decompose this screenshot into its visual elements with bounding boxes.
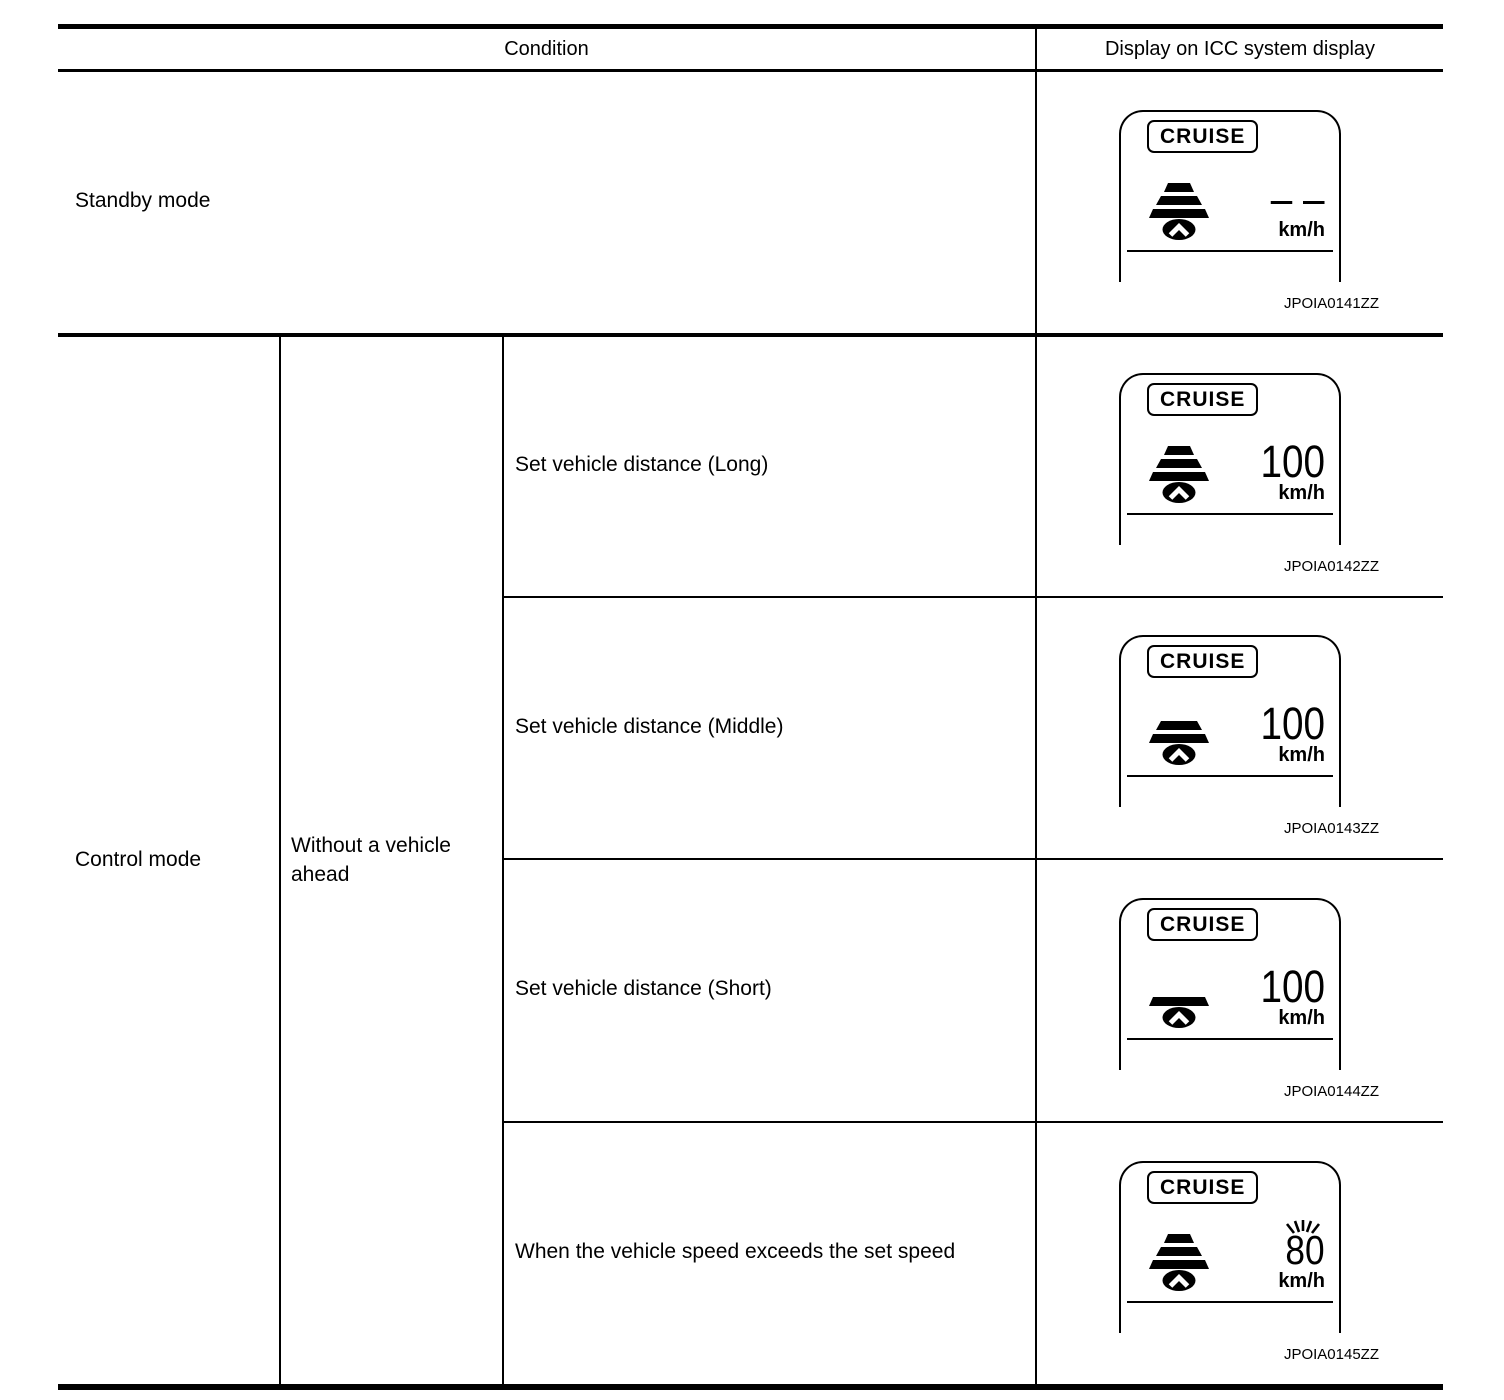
speed-unit-label: km/h xyxy=(1278,218,1325,241)
set-speed-value: 80 xyxy=(1285,1226,1325,1273)
cell-condition-long: Set vehicle distance (Long) xyxy=(515,337,1030,594)
condition-middle-label: Set vehicle distance (Middle) xyxy=(515,714,784,738)
condition-exceed-speed-label: When the vehicle speed exceeds the set s… xyxy=(515,1240,956,1264)
icc-display-bezel: CRUISE 100 km/h xyxy=(1119,897,1341,1070)
set-speed-value: – – xyxy=(1271,172,1325,224)
display-underline xyxy=(1127,1037,1333,1040)
cell-display-standby: CRUISE – – km/h JPOIA0141ZZ xyxy=(1037,72,1443,331)
figure-id-label: JPOIA0141ZZ xyxy=(1283,294,1379,312)
icc-display-exceed-speed: CRUISE xyxy=(1119,1160,1379,1363)
set-speed-value: 100 xyxy=(1260,960,1325,1012)
condition-short-label: Set vehicle distance (Short) xyxy=(515,977,772,1001)
display-header-label: Display on ICC system display xyxy=(1104,37,1376,60)
icc-display-bezel: CRUISE – – km/h xyxy=(1119,109,1341,282)
speed-flashing-marks-icon xyxy=(1285,1219,1321,1234)
vehicle-distance-long-icon xyxy=(1149,1233,1209,1291)
cell-display-long: CRUISE 100 km/h JPOIA0142ZZ xyxy=(1037,336,1443,594)
row-divider xyxy=(502,596,1443,598)
table-top-border xyxy=(58,24,1443,29)
icc-display-bezel: CRUISE 100 km/h xyxy=(1119,373,1341,545)
cruise-indicator-badge: CRUISE xyxy=(1147,383,1259,417)
icc-display-middle: CRUISE 100 km/h JPOIA0143ZZ xyxy=(1119,635,1379,837)
cell-condition-exceed-speed: When the vehicle speed exceeds the set s… xyxy=(515,1123,1030,1382)
cell-display-exceed-speed: CRUISE xyxy=(1037,1123,1443,1382)
speed-unit-label: km/h xyxy=(1278,744,1325,767)
row-divider xyxy=(502,1121,1443,1123)
display-underline xyxy=(1127,775,1333,778)
cell-condition-middle: Set vehicle distance (Middle) xyxy=(515,598,1030,856)
without-vehicle-ahead-label: Without a vehicle ahead xyxy=(291,834,451,886)
column-header-display: Display on ICC system display xyxy=(1037,29,1443,69)
vehicle-distance-short-icon xyxy=(1149,996,1209,1028)
mode-submode-divider xyxy=(279,333,281,1384)
cruise-indicator-badge: CRUISE xyxy=(1147,907,1259,941)
icc-display-standby: CRUISE – – km/h JPOIA0141ZZ xyxy=(1119,109,1379,312)
cell-without-vehicle-ahead: Without a vehicle ahead xyxy=(291,337,491,1384)
cell-standby-mode: Standby mode xyxy=(75,72,275,330)
display-underline xyxy=(1127,249,1333,252)
vehicle-distance-middle-icon xyxy=(1149,721,1209,766)
icc-display-long: CRUISE 100 km/h JPOIA0142ZZ xyxy=(1119,373,1379,575)
figure-id-label: JPOIA0142ZZ xyxy=(1283,558,1379,575)
table-bottom-border xyxy=(58,1384,1443,1390)
column-header-condition: Condition xyxy=(58,29,1035,69)
icc-display-bezel: CRUISE xyxy=(1119,1160,1341,1333)
vehicle-distance-long-icon xyxy=(1149,446,1209,504)
condition-long-label: Set vehicle distance (Long) xyxy=(515,453,769,477)
speed-unit-label: km/h xyxy=(1278,1006,1325,1029)
icc-display-short: CRUISE 100 km/h JPOIA0144ZZ xyxy=(1119,897,1379,1100)
speed-unit-label: km/h xyxy=(1278,1269,1325,1292)
control-mode-label: Control mode xyxy=(75,848,202,872)
row-divider xyxy=(502,858,1443,860)
header-bottom-border xyxy=(58,69,1443,72)
cell-condition-short: Set vehicle distance (Short) xyxy=(515,860,1030,1119)
standby-mode-label: Standby mode xyxy=(75,188,211,212)
figure-id-label: JPOIA0143ZZ xyxy=(1283,820,1379,837)
cell-display-short: CRUISE 100 km/h JPOIA0144ZZ xyxy=(1037,860,1443,1119)
cell-control-mode: Control mode xyxy=(75,337,275,1384)
icc-display-bezel: CRUISE 100 km/h xyxy=(1119,635,1341,807)
speed-unit-label: km/h xyxy=(1278,482,1325,505)
cell-display-middle: CRUISE 100 km/h JPOIA0143ZZ xyxy=(1037,598,1443,856)
figure-id-label: JPOIA0144ZZ xyxy=(1283,1082,1379,1100)
display-underline xyxy=(1127,1300,1333,1303)
condition-header-label: Condition xyxy=(504,37,589,60)
standby-control-divider xyxy=(58,333,1443,337)
cruise-indicator-badge: CRUISE xyxy=(1147,645,1259,679)
cruise-indicator-badge: CRUISE xyxy=(1147,1170,1259,1204)
cruise-indicator-badge: CRUISE xyxy=(1147,119,1259,153)
set-speed-value: 100 xyxy=(1260,698,1325,750)
condition-display-divider xyxy=(1035,24,1037,1390)
set-speed-value: 100 xyxy=(1260,436,1325,488)
figure-id-label: JPOIA0145ZZ xyxy=(1283,1345,1379,1363)
display-underline xyxy=(1127,513,1333,516)
vehicle-distance-long-icon xyxy=(1149,182,1209,240)
